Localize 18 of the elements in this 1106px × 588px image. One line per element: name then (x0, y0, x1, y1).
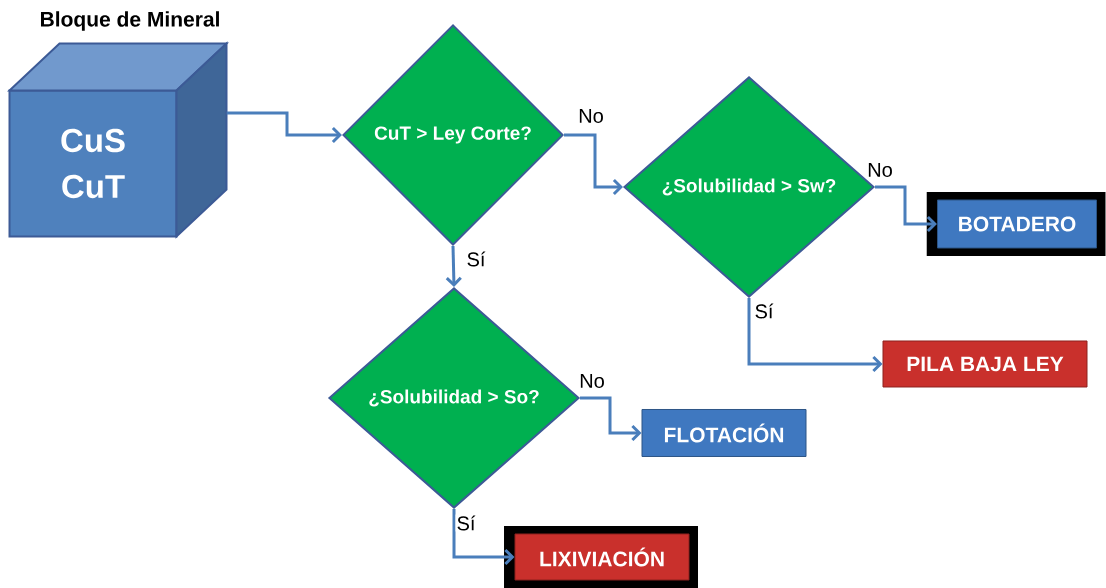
arrow (580, 396, 642, 442)
block-label: CuS CuT (61, 128, 125, 199)
arrow (747, 298, 883, 373)
process-box: PILA BAJA LEY (882, 340, 1088, 388)
arrow (564, 133, 623, 196)
block-title: Bloque de Mineral (41, 11, 219, 31)
arrow (445, 245, 462, 287)
process-box: BOTADERO (926, 192, 1106, 256)
edge-label: No (577, 108, 605, 124)
edge-label: Sí (465, 250, 487, 268)
edge-label: Sí (455, 514, 477, 532)
arrow (226, 111, 342, 144)
process-box: LIXIVIACIÓN (504, 526, 698, 588)
edge-label: No (578, 373, 606, 389)
edge-label: Sí (753, 302, 775, 320)
arrow (452, 509, 515, 566)
arrow (875, 185, 937, 233)
process-box: FLOTACIÓN (641, 409, 807, 457)
